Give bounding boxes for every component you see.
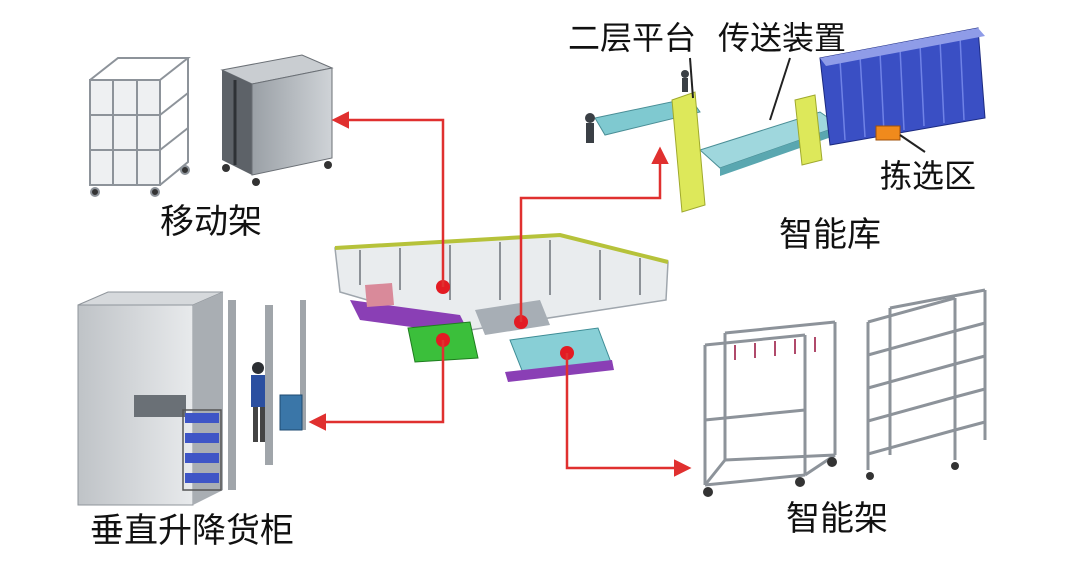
zone-gray xyxy=(475,300,550,335)
label-vertical-lift-cabinet: 垂直升降货柜 xyxy=(90,511,294,551)
hanging-rack xyxy=(703,320,837,487)
label-mobile-rack: 移动架 xyxy=(160,202,262,242)
shelving-cart xyxy=(182,409,222,491)
leader-line-conveyor xyxy=(769,57,791,121)
closed-cabinet-cart xyxy=(220,54,334,186)
leader-line-platform xyxy=(689,57,694,99)
label-second-platform: 二层平台 xyxy=(568,19,697,57)
smart-warehouse-illustration xyxy=(585,27,986,213)
yellow-tower-left xyxy=(671,91,706,213)
yellow-tower-right xyxy=(794,94,823,166)
label-smart-warehouse: 智能库 xyxy=(779,215,881,255)
leader-line-picking xyxy=(899,134,926,153)
zone-pink xyxy=(365,283,394,307)
operator-figure xyxy=(251,362,265,442)
shelf-rack xyxy=(866,288,987,470)
wire-cage-cart xyxy=(89,57,191,197)
smart-rack-illustration xyxy=(703,288,987,497)
arrow-to-smart-rack xyxy=(565,353,692,477)
mobile-rack-illustration xyxy=(89,54,334,197)
vertical-lift-cabinet-illustration xyxy=(77,291,306,506)
picking-area-box xyxy=(875,125,901,141)
worker-figure xyxy=(585,70,689,143)
arrows xyxy=(308,111,692,477)
label-conveyor: 传送装置 xyxy=(718,19,847,57)
label-picking-area: 拣选区 xyxy=(880,157,977,195)
central-layout-model xyxy=(334,232,669,382)
label-smart-rack: 智能架 xyxy=(786,499,888,539)
arrow-to-smart-warehouse xyxy=(519,146,669,322)
arrow-to-lift-cabinet xyxy=(308,340,445,431)
arrow-to-mobile-rack xyxy=(331,111,445,287)
